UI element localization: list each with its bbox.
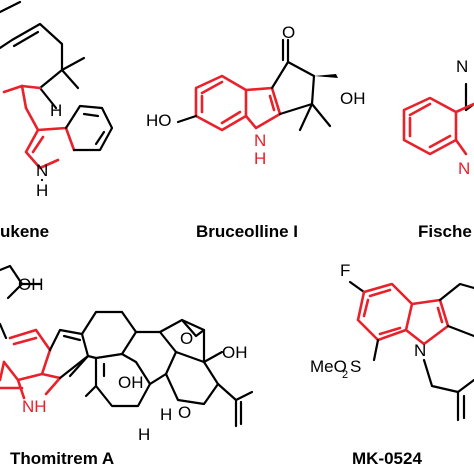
mk0524-s-label: S <box>350 357 361 376</box>
bruceolline-ho-label: HO <box>146 111 172 130</box>
thomitrem-oh-top-label: OH <box>18 275 44 294</box>
compound-name-fische: Fische <box>418 222 472 241</box>
thomitrem-ring-o-label: O <box>178 403 191 422</box>
thomitrem-epoxide-o-label: O <box>180 329 193 348</box>
compound-bruceolline-structure: HO OH O N H <box>146 23 366 168</box>
compound-name-mk0524: MK-0524 <box>352 449 422 468</box>
compound-name-bruceolline: Bruceolline I <box>196 222 298 241</box>
compound-thomitrem-structure: OH NH O OH O OH H H <box>0 264 254 444</box>
thomitrem-h-right-label: H <box>160 405 172 424</box>
compound-ukene-structure: H N H <box>0 0 114 200</box>
ukene-n-hydrogen-label: H <box>36 181 48 200</box>
thomitrem-oh-right-label: OH <box>222 343 248 362</box>
bruceolline-n-hydrogen-label: H <box>254 149 266 168</box>
thomitrem-oh-mid-label: OH <box>118 373 144 392</box>
ukene-n-label: N <box>36 161 48 180</box>
bruceolline-o-label: O <box>282 23 295 42</box>
compound-name-thomitrem: Thomitrem A <box>10 449 114 468</box>
mk0524-n-label: N <box>414 341 426 360</box>
mk0524-meo-label: MeO <box>310 357 347 376</box>
compound-fische-structure: N N <box>402 57 474 178</box>
fische-n-label: N <box>458 159 470 178</box>
bruceolline-n-label: N <box>254 131 266 150</box>
fische-n-top-label: N <box>456 57 468 76</box>
thomitrem-h-low-label: H <box>138 425 150 444</box>
bruceolline-oh-label: OH <box>340 89 366 108</box>
mk0524-subscript-2: 2 <box>342 369 348 381</box>
compound-name-ukene: ukene <box>0 222 49 241</box>
ukene-h-label: H <box>50 101 62 120</box>
thomitrem-nh-label: NH <box>22 397 47 416</box>
mk0524-f-label: F <box>340 261 350 280</box>
compound-mk0524-structure: F MeO 2 S N <box>310 261 474 422</box>
